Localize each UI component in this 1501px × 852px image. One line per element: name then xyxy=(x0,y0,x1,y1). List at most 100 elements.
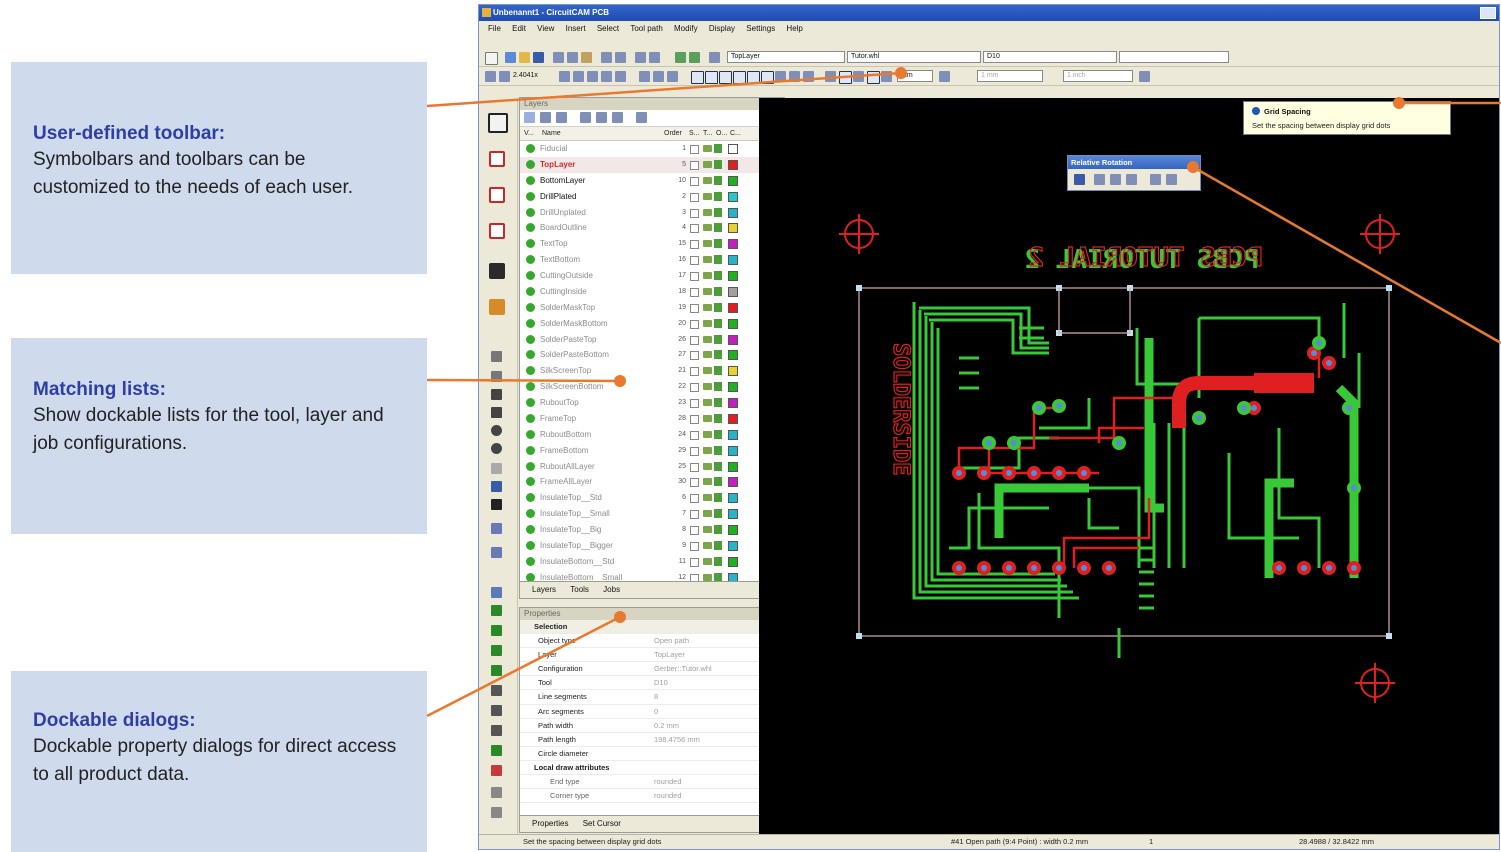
rotate-relative-6-icon[interactable] xyxy=(1166,174,1177,185)
print-icon[interactable] xyxy=(601,52,612,63)
grid-toggle-icon[interactable] xyxy=(825,71,836,82)
visible-check-icon[interactable] xyxy=(526,540,535,550)
import-file-icon[interactable] xyxy=(488,113,508,133)
rotate-left-icon[interactable] xyxy=(691,71,704,84)
layer-select-checkbox[interactable] xyxy=(690,145,699,154)
relative-rotation-toolbar[interactable]: Relative Rotation xyxy=(1067,155,1201,191)
visible-check-icon[interactable] xyxy=(526,239,535,249)
pan-icon[interactable] xyxy=(601,71,612,82)
export-icon[interactable] xyxy=(489,263,505,279)
tab-jobs[interactable]: Jobs xyxy=(603,585,621,594)
rotate-right-icon[interactable] xyxy=(705,71,718,84)
preview-icon[interactable] xyxy=(615,52,626,63)
layer-color-swatch[interactable] xyxy=(728,318,738,329)
pcb-canvas[interactable]: PCBS TUTORIAL 2 PCBS TUTORIAL 2 SOLDERSI… xyxy=(759,98,1499,838)
zoom-all-icon[interactable] xyxy=(573,71,584,82)
properties-icon[interactable] xyxy=(709,52,720,63)
tab-tools[interactable]: Tools xyxy=(570,585,589,594)
angle-icon[interactable] xyxy=(881,71,892,82)
layer-color-swatch[interactable] xyxy=(728,191,738,202)
visible-check-icon[interactable] xyxy=(526,398,535,407)
layer-tool-11-icon[interactable] xyxy=(491,807,502,818)
layer-color-swatch[interactable] xyxy=(728,493,738,504)
menu-help[interactable]: Help xyxy=(786,24,803,33)
property-value[interactable]: Open path xyxy=(654,636,690,646)
zoom-icon[interactable] xyxy=(499,71,510,82)
visible-check-icon[interactable] xyxy=(526,175,535,185)
rotate-90-icon[interactable] xyxy=(719,71,732,84)
menu-file[interactable]: File xyxy=(488,24,501,33)
move-icon[interactable] xyxy=(491,547,502,558)
visible-check-icon[interactable] xyxy=(526,572,535,582)
save-icon[interactable] xyxy=(533,52,544,63)
menu-insert[interactable]: Insert xyxy=(565,24,586,33)
layer-color-swatch[interactable] xyxy=(728,159,738,170)
tab-properties[interactable]: Properties xyxy=(532,819,569,828)
rotate-relative-4-icon[interactable] xyxy=(1126,174,1137,185)
layer-select-checkbox[interactable] xyxy=(690,303,699,313)
layer-color-swatch[interactable] xyxy=(728,525,738,535)
layer-color-swatch[interactable] xyxy=(728,350,738,361)
redraw-icon[interactable] xyxy=(615,71,626,82)
col-visible[interactable]: V... xyxy=(524,130,534,137)
layer-down-icon[interactable] xyxy=(612,112,623,123)
window-controls[interactable] xyxy=(1480,7,1496,19)
layer-color-swatch[interactable] xyxy=(728,286,738,297)
visible-check-icon[interactable] xyxy=(526,286,535,296)
text-tool-icon[interactable] xyxy=(491,481,502,492)
pointer-tool-icon[interactable] xyxy=(775,71,786,82)
rotate-relative-3-icon[interactable] xyxy=(1110,174,1121,185)
menu-edit[interactable]: Edit xyxy=(512,24,526,33)
layer-tool-9-icon[interactable] xyxy=(491,745,502,756)
menu-tool-path[interactable]: Tool path xyxy=(630,24,663,33)
layer-color-swatch[interactable] xyxy=(728,540,738,551)
menu-settings[interactable]: Settings xyxy=(746,24,776,33)
config-combo[interactable]: Tutor.whl xyxy=(847,51,981,63)
layer-color-swatch[interactable] xyxy=(728,461,738,472)
layer-copy-icon[interactable] xyxy=(636,112,647,123)
property-value[interactable]: D10 xyxy=(654,678,668,688)
layer-color-swatch[interactable] xyxy=(728,255,738,266)
grid-combo-1[interactable]: 1 mm xyxy=(977,70,1043,82)
layer-select-checkbox[interactable] xyxy=(690,335,699,345)
draw-arc-icon[interactable] xyxy=(491,371,502,382)
col-c[interactable]: C... xyxy=(730,130,741,137)
new-icon[interactable] xyxy=(485,52,498,65)
layer-color-swatch[interactable] xyxy=(728,366,738,377)
layer-window-icon[interactable] xyxy=(675,52,686,63)
layer-color-swatch[interactable] xyxy=(728,207,738,218)
layer-tool-1-icon[interactable] xyxy=(491,587,502,598)
layer-select-checkbox[interactable] xyxy=(690,510,699,520)
layer-color-swatch[interactable] xyxy=(728,223,738,234)
layer-select-checkbox[interactable] xyxy=(690,367,699,377)
grid-options-icon[interactable] xyxy=(1139,71,1150,82)
visible-check-icon[interactable] xyxy=(526,382,535,392)
rotate-relative-5-icon[interactable] xyxy=(1150,174,1161,185)
layer-select-checkbox[interactable] xyxy=(690,526,699,535)
layer-sort-icon[interactable] xyxy=(580,112,591,123)
send-to-machine-icon[interactable] xyxy=(489,299,505,315)
layer-select-checkbox[interactable] xyxy=(690,256,699,266)
visible-check-icon[interactable] xyxy=(526,302,535,312)
layer-select-checkbox[interactable] xyxy=(690,494,699,504)
layer-tool-10-icon[interactable] xyxy=(491,765,502,776)
visible-check-icon[interactable] xyxy=(526,144,535,153)
property-value[interactable]: rounded xyxy=(654,791,682,801)
visible-check-icon[interactable] xyxy=(526,556,535,566)
layer-select-checkbox[interactable] xyxy=(690,446,699,456)
menu-select[interactable]: Select xyxy=(596,24,620,33)
